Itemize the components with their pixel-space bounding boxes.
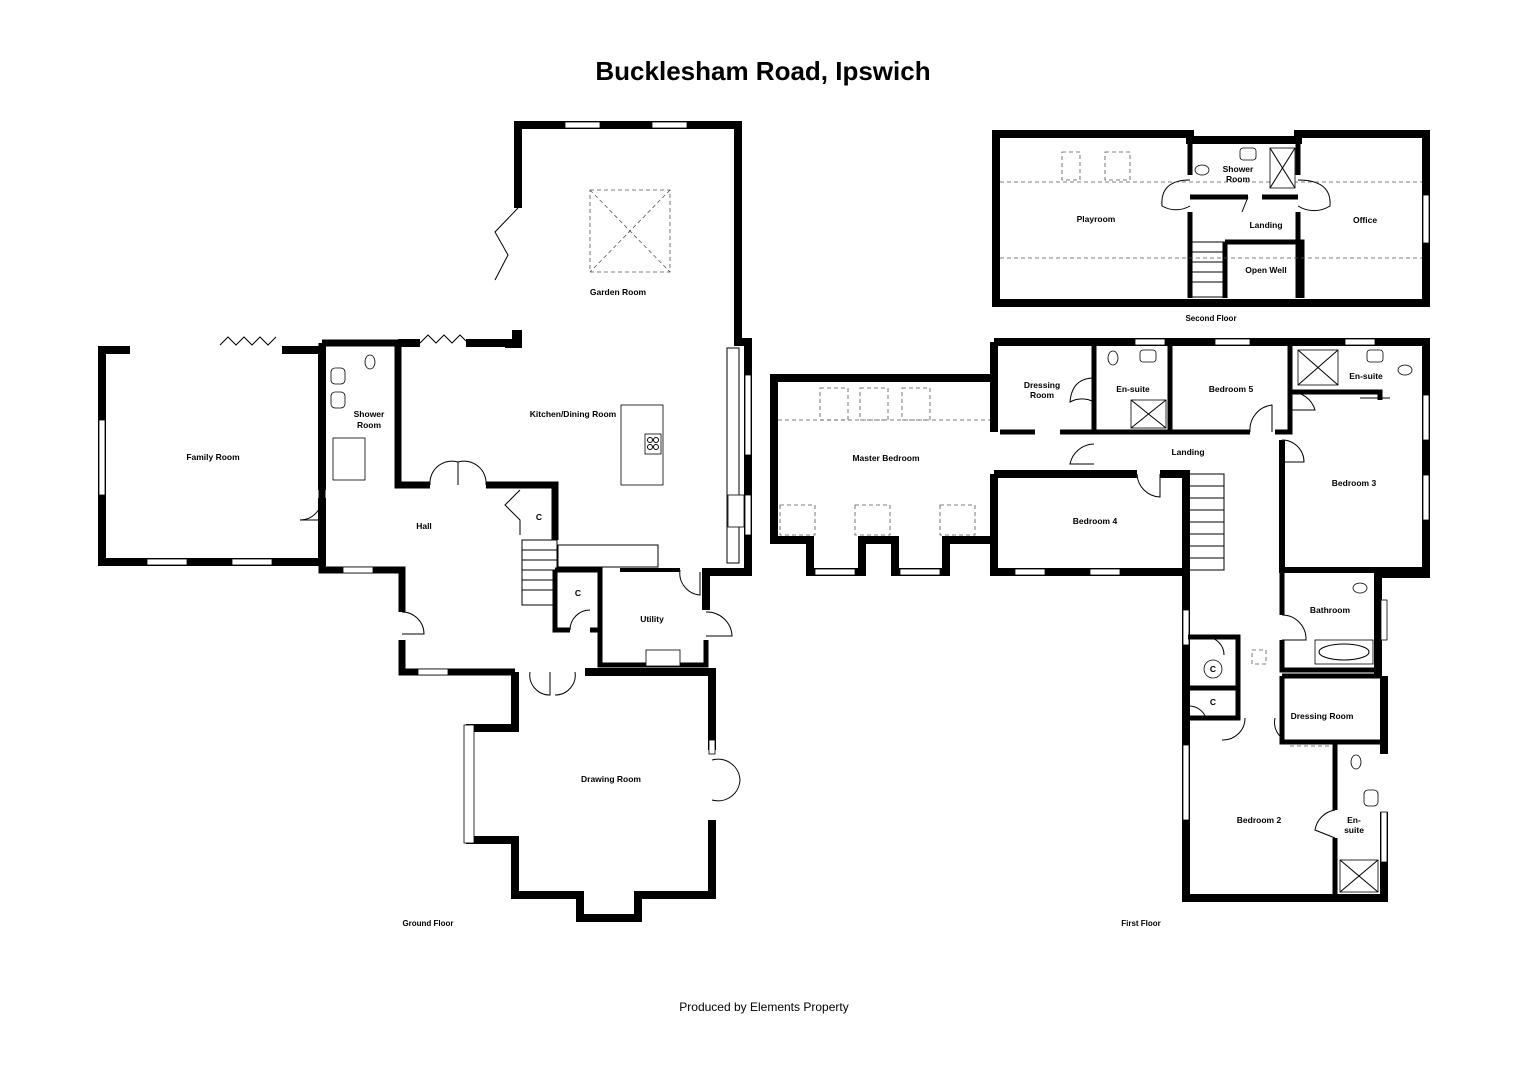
- room-label-drawing-room: Drawing Room: [581, 774, 641, 784]
- room-label-utility: Utility: [640, 614, 664, 624]
- room-label-kitchen: Kitchen/Dining Room: [530, 409, 617, 419]
- room-label-playroom: Playroom: [1077, 214, 1116, 224]
- ground-floor-plan: [98, 121, 752, 922]
- room-label-ensuite-line2: suite: [1344, 825, 1364, 835]
- room-label-office: Office: [1353, 215, 1377, 225]
- room-label-ensuite-line1: En-: [1347, 815, 1361, 825]
- page-title: Bucklesham Road, Ipswich: [595, 56, 930, 86]
- room-label-master-bedroom: Master Bedroom: [852, 453, 920, 463]
- room-label-garden-room: Garden Room: [590, 287, 647, 297]
- room-label-bedroom4: Bedroom 4: [1073, 516, 1118, 526]
- room-label-cupboard: C: [575, 588, 581, 598]
- room-label-cupboard: C: [536, 512, 542, 522]
- room-label-bathroom: Bathroom: [1310, 605, 1351, 615]
- floor-label-second: Second Floor: [1185, 314, 1236, 323]
- room-label-open-well: Open Well: [1245, 265, 1286, 275]
- room-label-bedroom2: Bedroom 2: [1237, 815, 1282, 825]
- room-label-landing: Landing: [1171, 447, 1204, 457]
- floor-label-first: First Floor: [1121, 919, 1161, 928]
- second-floor-plan: [992, 130, 1430, 307]
- room-label-dressing-room-line2: Room: [1030, 390, 1055, 400]
- floor-label-ground: Ground Floor: [402, 919, 453, 928]
- room-label-shower-room-line1: Shower: [1223, 164, 1254, 174]
- room-label-hall: Hall: [416, 521, 432, 531]
- room-label-dressing-room-line1: Dressing: [1024, 380, 1060, 390]
- room-label-shower-room-line2: Room: [1226, 174, 1251, 184]
- room-label-shower-room-line2: Room: [357, 420, 382, 430]
- room-label-dressing-room: Dressing Room: [1291, 711, 1354, 721]
- room-label-bedroom5: Bedroom 5: [1209, 384, 1254, 394]
- room-label-landing: Landing: [1249, 220, 1282, 230]
- room-label-ensuite: En-suite: [1349, 371, 1383, 381]
- room-label-bedroom3: Bedroom 3: [1332, 478, 1377, 488]
- room-label-shower-room-line1: Shower: [354, 409, 385, 419]
- room-label-cupboard: C: [1210, 664, 1216, 674]
- credit-text: Produced by Elements Property: [679, 1000, 848, 1014]
- room-label-ensuite: En-suite: [1116, 384, 1150, 394]
- first-floor-plan: [770, 338, 1430, 902]
- room-label-family-room: Family Room: [186, 452, 240, 462]
- room-label-cupboard: C: [1210, 697, 1216, 707]
